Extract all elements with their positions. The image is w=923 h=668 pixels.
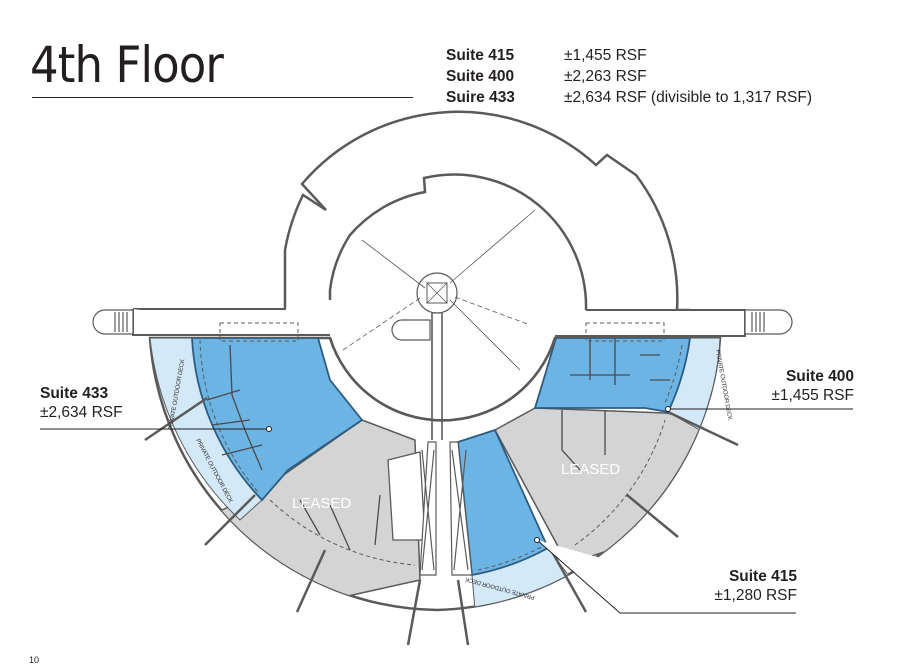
interior-partitions — [206, 338, 670, 551]
callout-suite-433: Suite 433 ±2,634 RSF — [40, 384, 123, 422]
dashed-outlines — [199, 322, 683, 571]
atrium — [328, 209, 557, 440]
page-title: 4th Floor — [30, 36, 224, 94]
callout-suite-name: Suite 415 — [728, 568, 797, 585]
exterior-stairs — [92, 309, 793, 335]
structural-fins — [144, 396, 739, 646]
callout-suite-size: ±2,634 RSF — [40, 404, 123, 421]
summary-suite-name: Suire 433 — [446, 89, 515, 106]
deck-label-right: PRIVATE OUTDOOR DECK — [714, 349, 732, 421]
callout-suite-400: Suite 400 ±1,455 RSF — [771, 367, 854, 405]
summary-suite-size: ±2,634 RSF (divisible to 1,317 RSF) — [564, 89, 812, 106]
callout-suite-size: ±1,280 RSF — [714, 587, 797, 604]
callout-leaders — [40, 406, 853, 614]
title-divider — [32, 97, 413, 98]
corridor-band — [132, 308, 746, 337]
elevator-shafts — [419, 441, 473, 576]
callout-suite-size: ±1,455 RSF — [771, 387, 854, 404]
summary-row: Suite 400 ±2,263 RSF — [446, 66, 812, 87]
leased-label-right: LEASED — [561, 461, 620, 478]
summary-row: Suire 433 ±2,634 RSF (divisible to 1,317… — [446, 87, 812, 108]
page-number: 10 — [29, 655, 40, 665]
summary-suite-name: Suite 400 — [446, 68, 515, 85]
restroom-core — [387, 451, 426, 541]
summary-suite-name: Suite 415 — [446, 47, 515, 64]
leased-label-left: LEASED — [292, 495, 351, 512]
summary-suite-size: ±1,455 RSF — [564, 47, 647, 64]
suite-summary-table: Suite 415 ±1,455 RSF Suite 400 ±2,263 RS… — [446, 45, 812, 108]
callout-suite-name: Suite 433 — [40, 385, 109, 402]
summary-suite-size: ±2,263 RSF — [564, 68, 647, 85]
upper-building-shell — [283, 110, 690, 312]
callout-suite-415: Suite 415 ±1,280 RSF — [714, 567, 797, 605]
callout-suite-name: Suite 400 — [785, 368, 854, 385]
summary-row: Suite 415 ±1,455 RSF — [446, 45, 812, 66]
